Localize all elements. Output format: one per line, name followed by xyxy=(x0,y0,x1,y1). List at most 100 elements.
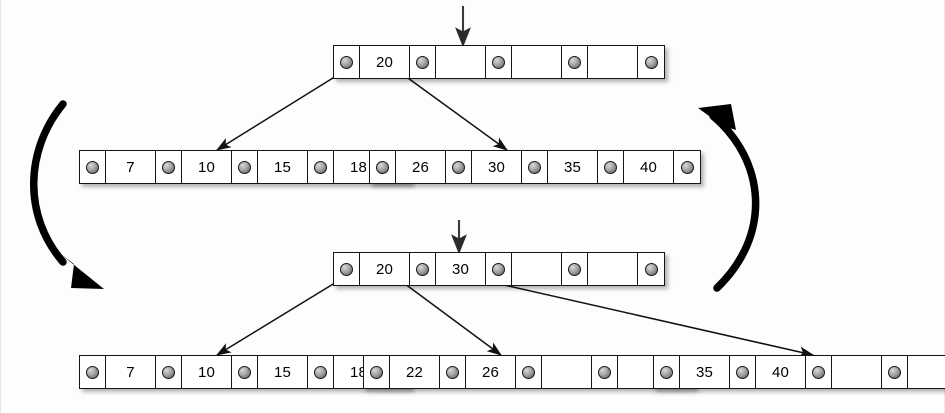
pointer-dot-icon xyxy=(86,160,99,174)
pointer-cell[interactable] xyxy=(308,151,334,183)
edge-root2-to-left-leaf xyxy=(215,277,344,356)
pointer-dot-icon xyxy=(812,365,825,379)
edge-root-to-right-leaf xyxy=(400,72,508,151)
pointer-dot-icon xyxy=(660,365,673,379)
key-cell[interactable] xyxy=(908,356,945,388)
pointer-dot-icon xyxy=(598,365,611,379)
key-cell[interactable]: 30 xyxy=(436,253,486,285)
pointer-cell[interactable] xyxy=(562,253,588,285)
pointer-cell[interactable] xyxy=(638,46,664,78)
pointer-dot-icon xyxy=(568,262,581,276)
leaf-node-after-left[interactable]: 7 10 15 18 xyxy=(79,355,411,389)
key-cell[interactable] xyxy=(436,46,486,78)
pointer-cell[interactable] xyxy=(516,356,542,388)
pointer-dot-icon xyxy=(736,365,749,379)
leaf-node-before-left[interactable]: 7 10 15 18 xyxy=(79,150,411,184)
pointer-cell[interactable] xyxy=(674,151,700,183)
pointer-cell[interactable] xyxy=(410,46,436,78)
pointer-dot-icon xyxy=(162,365,175,379)
pointer-dot-icon xyxy=(528,160,541,174)
leaf-node-after-right[interactable]: 35 40 xyxy=(653,355,945,389)
pointer-dot-icon xyxy=(86,365,99,379)
pointer-cell[interactable] xyxy=(334,46,360,78)
pointer-dot-icon xyxy=(492,262,505,276)
pointer-dot-icon xyxy=(162,160,175,174)
pointer-dot-icon xyxy=(604,160,617,174)
pointer-cell[interactable] xyxy=(522,151,548,183)
key-cell[interactable]: 35 xyxy=(548,151,598,183)
key-cell[interactable]: 26 xyxy=(466,356,516,388)
pointer-cell[interactable] xyxy=(730,356,756,388)
key-cell[interactable]: 35 xyxy=(680,356,730,388)
pointer-dot-icon xyxy=(376,160,389,174)
leaf-node-after-middle[interactable]: 22 26 xyxy=(363,355,695,389)
pointer-dot-icon xyxy=(416,55,429,69)
pointer-dot-icon xyxy=(452,160,465,174)
key-cell[interactable]: 7 xyxy=(106,356,156,388)
pointer-cell[interactable] xyxy=(156,356,182,388)
pointer-cell[interactable] xyxy=(364,356,390,388)
key-cell[interactable]: 10 xyxy=(182,151,232,183)
pointer-dot-icon xyxy=(340,262,353,276)
key-cell[interactable]: 20 xyxy=(360,253,410,285)
pointer-cell[interactable] xyxy=(156,151,182,183)
pointer-dot-icon xyxy=(238,365,251,379)
transformation-arrow-right xyxy=(698,104,760,292)
pointer-cell[interactable] xyxy=(654,356,680,388)
pointer-dot-icon xyxy=(314,160,327,174)
pointer-dot-icon xyxy=(492,55,505,69)
pointer-cell[interactable] xyxy=(440,356,466,388)
pointer-dot-icon xyxy=(446,365,459,379)
pointer-dot-icon xyxy=(888,365,901,379)
pointer-dot-icon xyxy=(314,365,327,379)
pointer-dot-icon xyxy=(644,262,658,276)
pointer-dot-icon xyxy=(370,365,383,379)
pointer-dot-icon xyxy=(680,160,694,174)
transformation-arrow-left xyxy=(30,100,104,289)
key-cell[interactable]: 7 xyxy=(106,151,156,183)
pointer-cell[interactable] xyxy=(806,356,832,388)
pointer-cell[interactable] xyxy=(486,46,512,78)
leaf-node-before-right[interactable]: 26 30 35 40 xyxy=(369,150,701,184)
pointer-cell[interactable] xyxy=(882,356,908,388)
key-cell[interactable]: 20 xyxy=(360,46,410,78)
pointer-dot-icon xyxy=(416,262,429,276)
pointer-dot-icon xyxy=(238,160,251,174)
key-cell[interactable] xyxy=(512,46,562,78)
key-cell[interactable] xyxy=(542,356,592,388)
pointer-cell[interactable] xyxy=(562,46,588,78)
key-cell[interactable]: 40 xyxy=(624,151,674,183)
edge-root2-to-middle-leaf xyxy=(396,277,502,356)
key-cell[interactable]: 30 xyxy=(472,151,522,183)
pointer-dot-icon xyxy=(644,55,658,69)
key-cell[interactable]: 10 xyxy=(182,356,232,388)
pointer-cell[interactable] xyxy=(232,151,258,183)
key-cell[interactable]: 22 xyxy=(390,356,440,388)
pointer-cell[interactable] xyxy=(232,356,258,388)
pointer-cell[interactable] xyxy=(598,151,624,183)
pointer-cell[interactable] xyxy=(80,356,106,388)
pointer-cell[interactable] xyxy=(334,253,360,285)
key-cell[interactable]: 15 xyxy=(258,356,308,388)
pointer-cell[interactable] xyxy=(80,151,106,183)
pointer-dot-icon xyxy=(568,55,581,69)
key-cell[interactable]: 40 xyxy=(756,356,806,388)
key-cell[interactable] xyxy=(832,356,882,388)
root-node-after[interactable]: 20 30 xyxy=(333,252,665,286)
key-cell[interactable] xyxy=(512,253,562,285)
pointer-cell[interactable] xyxy=(370,151,396,183)
pointer-cell[interactable] xyxy=(638,253,664,285)
key-cell[interactable] xyxy=(588,46,638,78)
pointer-cell[interactable] xyxy=(446,151,472,183)
key-cell[interactable]: 15 xyxy=(258,151,308,183)
pointer-dot-icon xyxy=(340,55,353,69)
root-node-before[interactable]: 20 xyxy=(333,45,665,79)
pointer-cell[interactable] xyxy=(486,253,512,285)
key-cell[interactable] xyxy=(588,253,638,285)
pointer-cell[interactable] xyxy=(308,356,334,388)
key-cell[interactable]: 26 xyxy=(396,151,446,183)
pointer-cell[interactable] xyxy=(592,356,618,388)
pointer-cell[interactable] xyxy=(410,253,436,285)
edge-root-to-left-leaf xyxy=(215,72,342,151)
